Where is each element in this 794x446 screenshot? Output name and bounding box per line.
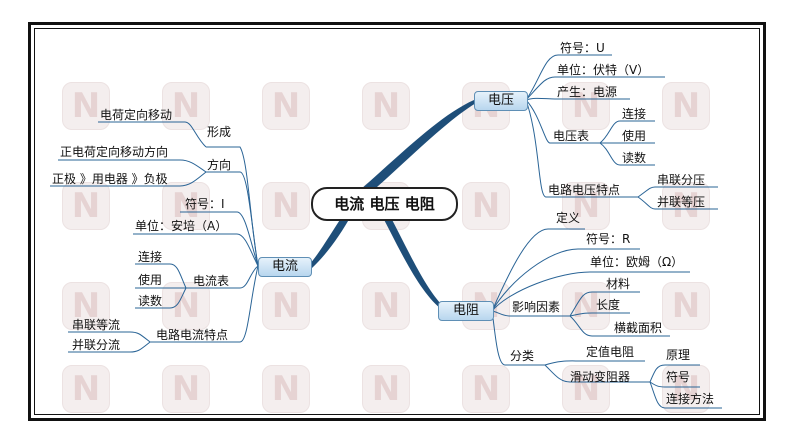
voltage-series: 串联分压 [657,173,706,187]
voltmeter-label: 电压表 [553,129,590,143]
topic-current: 电流 [258,257,312,277]
current-direction-1: 正电荷定向移动方向 [60,145,169,159]
rheostat-symbol: 符号 [666,370,691,384]
topic-voltage: 电压 [474,91,528,111]
current-series: 串联等流 [72,318,121,332]
classification-label: 分类 [510,349,535,363]
rheostat-connection: 连接方法 [666,392,715,406]
current-features-label: 电路电流特点 [156,328,229,342]
voltage-symbol: 符号：U [560,41,605,55]
rheostat-principle: 原理 [666,348,691,362]
resistance-unit: 单位：欧姆（Ω） [590,255,684,269]
ammeter-use: 使用 [138,273,163,287]
ammeter-label: 电流表 [193,274,230,288]
topic-resistance: 电阻 [438,301,494,321]
voltmeter-use: 使用 [622,129,647,143]
current-symbol: 符号：I [185,197,225,211]
resistance-symbol: 符号：R [586,232,631,246]
voltmeter-connect: 连接 [622,107,647,121]
voltage-parallel: 并联等压 [657,195,706,209]
main-branches [309,100,476,309]
ammeter-read: 读数 [138,294,163,308]
current-direction-2: 正极 》用电器 》负极 [52,172,168,186]
inner-frame [34,28,760,415]
resistance-definition: 定义 [556,211,581,225]
current-direction-label: 方向 [207,158,232,172]
current-formation-label: 形成 [207,125,232,139]
current-formation-item: 电荷定向移动 [100,108,173,122]
current-unit: 单位：安培（A） [135,219,228,233]
factor-material: 材料 [606,277,631,291]
sub-branches [50,54,722,409]
factor-length: 长度 [596,298,621,312]
voltage-features-label: 电路电压特点 [548,183,621,197]
ammeter-connect: 连接 [138,250,163,264]
outer-frame [28,22,766,421]
voltage-source: 产生：电源 [557,85,618,99]
voltmeter-read: 读数 [622,151,647,165]
factor-area: 横截面积 [614,321,663,335]
current-parallel: 并联分流 [72,338,121,352]
factors-label: 影响因素 [512,300,561,314]
rheostat-label: 滑动变阻器 [570,370,631,384]
voltage-unit: 单位：伏特（V） [557,63,650,77]
fixed-resistor: 定值电阻 [586,345,635,359]
central-topic: 电流 电压 电阻 [311,187,458,221]
